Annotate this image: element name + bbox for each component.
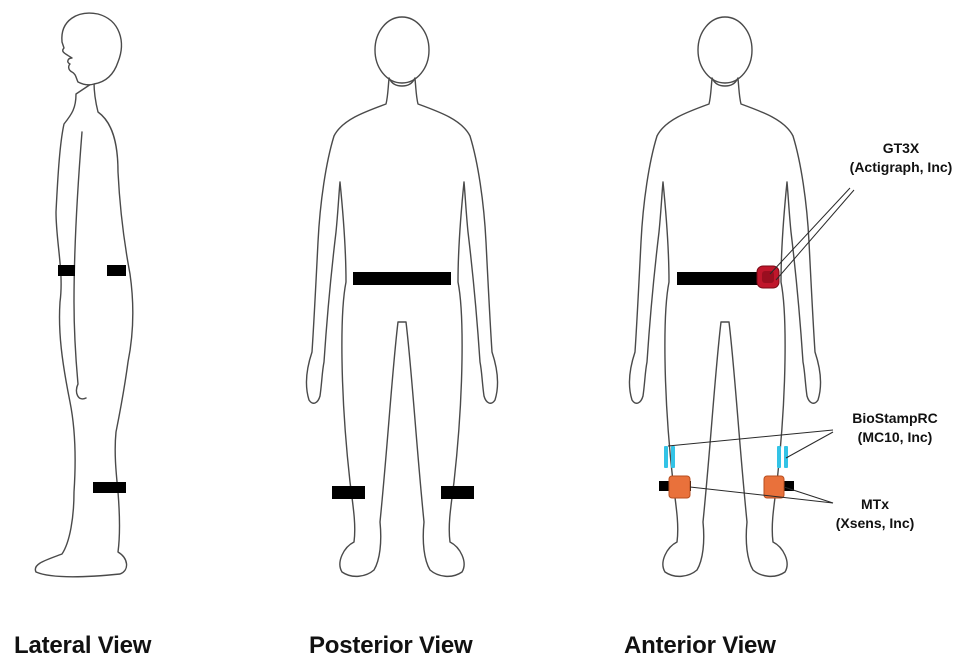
mtx-sensor-left xyxy=(669,476,690,498)
gt3x-name: GT3X xyxy=(826,139,976,158)
lateral-waist-strap-back xyxy=(107,265,126,276)
biostamp-maker: (MC10, Inc) xyxy=(820,428,970,447)
anterior-body xyxy=(629,17,820,576)
mtx-sensor-right xyxy=(764,476,784,498)
biostamp-callout: BioStampRC (MC10, Inc) xyxy=(820,409,970,447)
gt3x-sensor xyxy=(757,266,779,288)
anterior-waist-strap xyxy=(677,272,765,285)
posterior-view-label: Posterior View xyxy=(309,632,473,660)
biostamp-name: BioStampRC xyxy=(820,409,970,428)
mtx-maker: (Xsens, Inc) xyxy=(800,514,950,533)
anterior-view-label: Anterior View xyxy=(624,632,776,660)
lateral-waist-strap xyxy=(58,265,75,276)
lateral-shank-strap xyxy=(93,482,126,493)
mtx-callout: MTx (Xsens, Inc) xyxy=(800,495,950,533)
posterior-right-shank-strap xyxy=(441,486,474,499)
posterior-left-shank-strap xyxy=(332,486,365,499)
gt3x-maker: (Actigraph, Inc) xyxy=(826,158,976,177)
biostamp-sensor-right xyxy=(777,446,788,468)
mtx-name: MTx xyxy=(800,495,950,514)
gt3x-callout: GT3X (Actigraph, Inc) xyxy=(826,139,976,177)
lateral-view-label: Lateral View xyxy=(14,632,151,660)
posterior-waist-strap xyxy=(353,272,451,285)
